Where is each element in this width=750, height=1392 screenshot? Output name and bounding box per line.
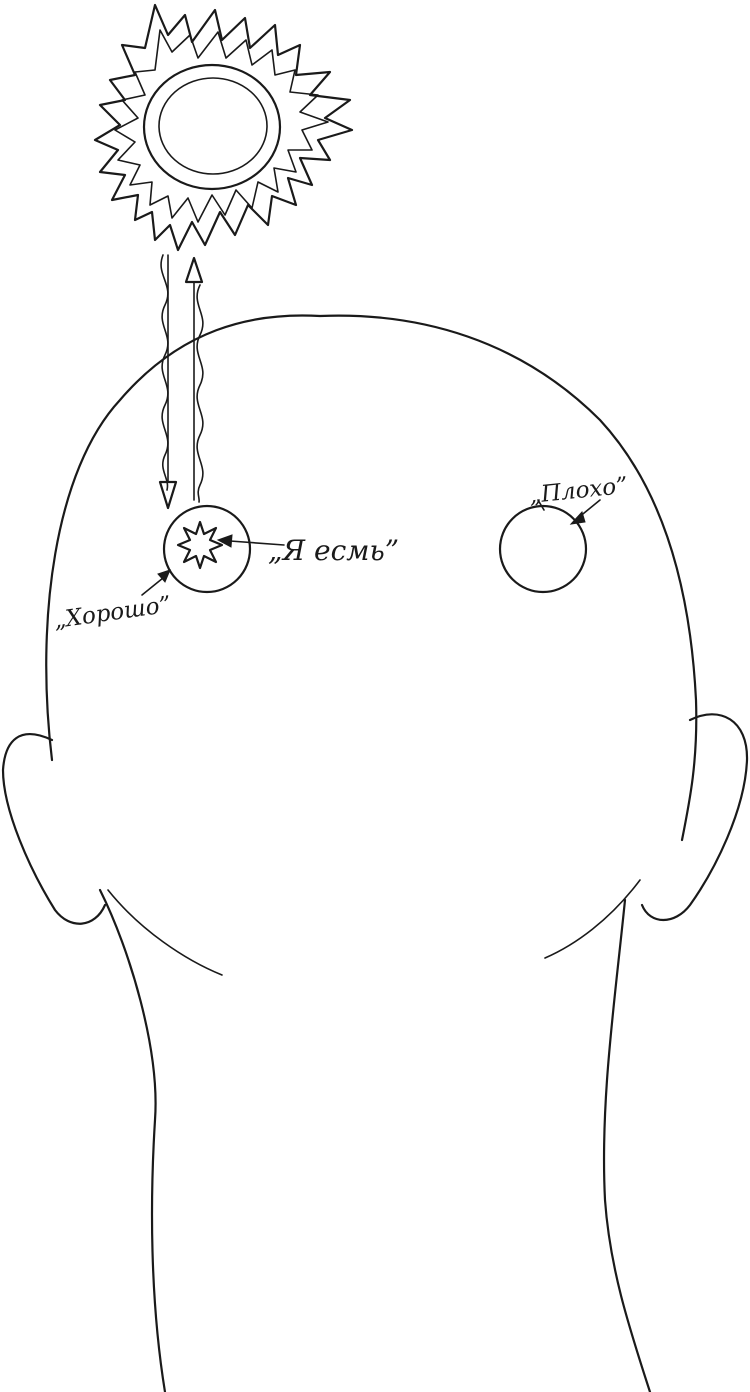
good-arrowhead [157, 569, 171, 583]
sun-rays-outer [93, 3, 354, 252]
down-arrowhead [158, 480, 178, 510]
jaw-left [107, 889, 223, 976]
down-wave [160, 254, 169, 491]
sun-rays-inner [114, 29, 329, 223]
neck-left [98, 888, 167, 1392]
label-bad: „Плохо” [528, 473, 629, 509]
label-i-am: „Я есмь” [268, 534, 399, 567]
head [1, 314, 749, 1392]
up-wave [196, 284, 204, 503]
right-ear [640, 713, 749, 921]
left-ear [1, 733, 107, 925]
bad-circle [498, 504, 588, 594]
head-outline [45, 314, 698, 842]
good-arrow-line [141, 577, 164, 596]
label-good: „Хорошо” [52, 592, 173, 634]
good-center [141, 504, 285, 596]
bad-tick [537, 499, 545, 511]
i-am-arrowhead [216, 534, 233, 548]
bad-arrowhead [569, 511, 586, 525]
neck-right [602, 898, 652, 1392]
sun [93, 3, 354, 252]
energy-flow [158, 254, 204, 510]
sun-disc-inner [158, 77, 268, 175]
bad-center [498, 499, 601, 594]
i-am-arrow-line [229, 540, 285, 546]
up-arrowhead [184, 256, 204, 284]
good-circle [162, 504, 252, 594]
jaw-right [544, 879, 641, 959]
star-icon [176, 520, 224, 570]
sun-disc-outer [142, 63, 282, 191]
